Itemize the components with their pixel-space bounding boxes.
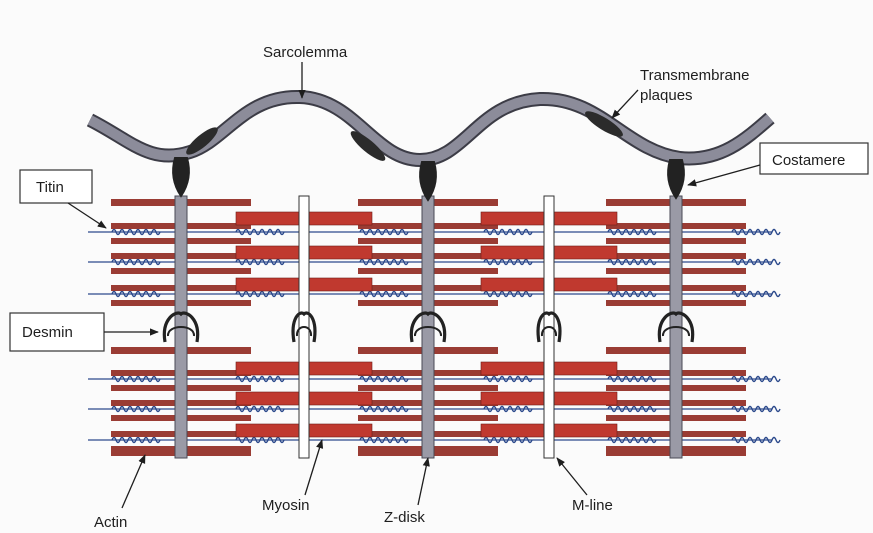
titin-label: Titin [36,179,64,196]
costamere-arrow [688,165,760,185]
sarcolemma-label: Sarcolemma [263,44,348,61]
transmembrane-label: Transmembrane [640,67,749,84]
costamere-link [420,162,436,200]
titin-arrow [68,203,106,228]
costamere-link [668,160,684,198]
costamere-link [173,158,189,196]
actin-arrow [122,455,145,508]
myosin-label: Myosin [262,497,310,514]
transmembrane-arrow [612,90,638,118]
mline-label: M-line [572,497,613,514]
actin-label: Actin [94,514,127,531]
myofilaments [88,158,780,458]
zdisk-label: Z-disk [384,509,425,526]
mline-arrow [557,458,587,495]
zdisk-arrow [418,458,428,505]
plaques-label: plaques [640,87,693,104]
costamere-label: Costamere [772,152,845,169]
desmin-label: Desmin [22,324,73,341]
